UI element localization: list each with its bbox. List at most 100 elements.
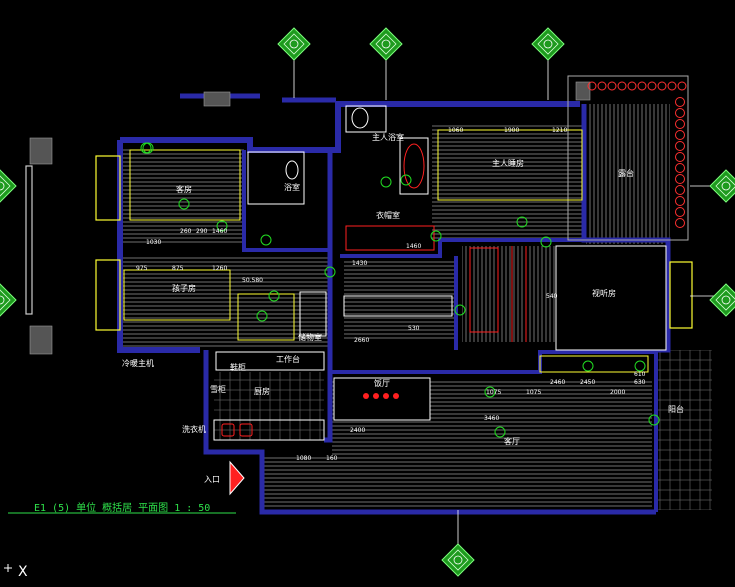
dimension: 260 [180,228,192,235]
dimension: 875 [172,265,184,272]
dimension: 290 [196,228,208,235]
section-marker-icon [494,426,506,438]
room-label-kitchen: 厨房 [254,386,270,396]
room-label-washer: 洗衣机 [182,424,206,434]
section-marker-icon [216,220,228,232]
planter-icon [675,97,685,107]
dimension: 160 [326,455,338,462]
grid-marker-2 [369,27,403,61]
room-label-worktop: 工作台 [276,354,300,364]
furniture [123,105,667,441]
dimension: 975 [136,265,148,272]
section-marker-icon [484,386,496,398]
planter-icon [675,185,685,195]
planter-icon [675,163,685,173]
section-marker-icon [540,236,552,248]
room-label-master-bath: 主人浴室 [372,132,404,142]
dimension: 2460 [550,379,565,386]
window-bays [25,155,693,331]
dimension: 1210 [552,127,567,134]
crosshair-icon [4,564,12,572]
room-label-av-room: 视听房 [592,288,616,298]
section-marker-icon [256,310,268,322]
close-icon[interactable]: X [18,564,28,580]
section-marker-icon [140,142,152,154]
planter-balcony [567,75,689,241]
planter-icon [637,81,647,91]
section-marker-icon [648,414,660,426]
room-label-hvac: 冷暖主机 [122,358,154,368]
room-label-dining: 饭厅 [374,378,390,388]
grid-marker-5 [0,283,17,317]
room-label-fridge: 雪柜 [210,384,226,394]
dimension: 1430 [352,260,367,267]
section-marker-icon [454,304,466,316]
grid-marker-4 [0,169,17,203]
dimension: 1075 [486,389,501,396]
room-label-closet: 衣帽室 [376,210,400,220]
room-label-balcony: 阳台 [668,404,684,414]
planter-icon [675,141,685,151]
dimension: 2400 [350,427,365,434]
room-label-terrace: 露台 [618,168,634,178]
floor-hatching [122,104,712,510]
drawing-caption: E1 (5) 单位 概括居 平面图 1 : 50 [34,501,210,514]
planter-icon [617,81,627,91]
section-marker-icon [260,234,272,246]
dimension: 1075 [526,389,541,396]
room-label-kids: 孩子房 [172,283,196,293]
grid-marker-1 [277,27,311,61]
section-marker-icon [268,290,280,302]
section-marker-icon [582,360,594,372]
dimension-labels: 1060 1900 1210 1460 975 875 1260 1030 50… [136,127,646,462]
section-marker-icon [634,360,646,372]
section-markers [140,142,660,438]
dining-chairs [363,393,399,399]
planter-icon [657,81,667,91]
grid-marker-3 [531,27,565,61]
dimension: 1900 [504,127,519,134]
planter-icon [675,152,685,162]
dimension: 2660 [354,337,369,344]
planter-icon [675,174,685,184]
dimension: 50.580 [242,277,263,284]
grid-marker-8 [441,543,475,577]
room-label-bath: 浴室 [284,182,300,192]
planter-icon [675,108,685,118]
planter-icon [667,81,677,91]
dimension: 610 [634,371,646,378]
room-label-guest: 客房 [176,184,192,194]
dimension: 3460 [484,415,499,422]
planter-icon [675,218,685,228]
grid-axis-markers [0,27,735,577]
dimension: 1460 [406,243,421,250]
section-marker-icon [380,176,392,188]
section-marker-icon [178,198,190,210]
structural-columns [29,81,591,355]
planter-icon [675,207,685,217]
room-label-living: 客厅 [504,436,520,446]
section-marker-icon [324,266,336,278]
room-labels: 客房 浴室 主人浴室 主人睡房 露台 衣帽室 孩子房 储物室 视听房 冷暖主机 … [122,132,684,446]
dimension: 1080 [296,455,311,462]
entry-label: 入口 [204,475,220,484]
dimension: 1030 [146,239,161,246]
grid-marker-7 [709,283,735,317]
room-label-shoe-cabinet: 鞋柜 [230,362,246,372]
planter-icon [677,81,687,91]
planter-icon [597,81,607,91]
room-label-master-bedroom: 主人睡房 [492,158,524,168]
dimension: 540 [546,293,558,300]
dimension: 2000 [610,389,625,396]
planter-icon [675,130,685,140]
planter-icon [627,81,637,91]
dimension: 630 [634,379,646,386]
grid-marker-6 [709,169,735,203]
planter-icon [647,81,657,91]
planter-icon [587,81,597,91]
planter-icon [607,81,617,91]
dimension: 1460 [212,228,227,235]
planter-icon [675,196,685,206]
